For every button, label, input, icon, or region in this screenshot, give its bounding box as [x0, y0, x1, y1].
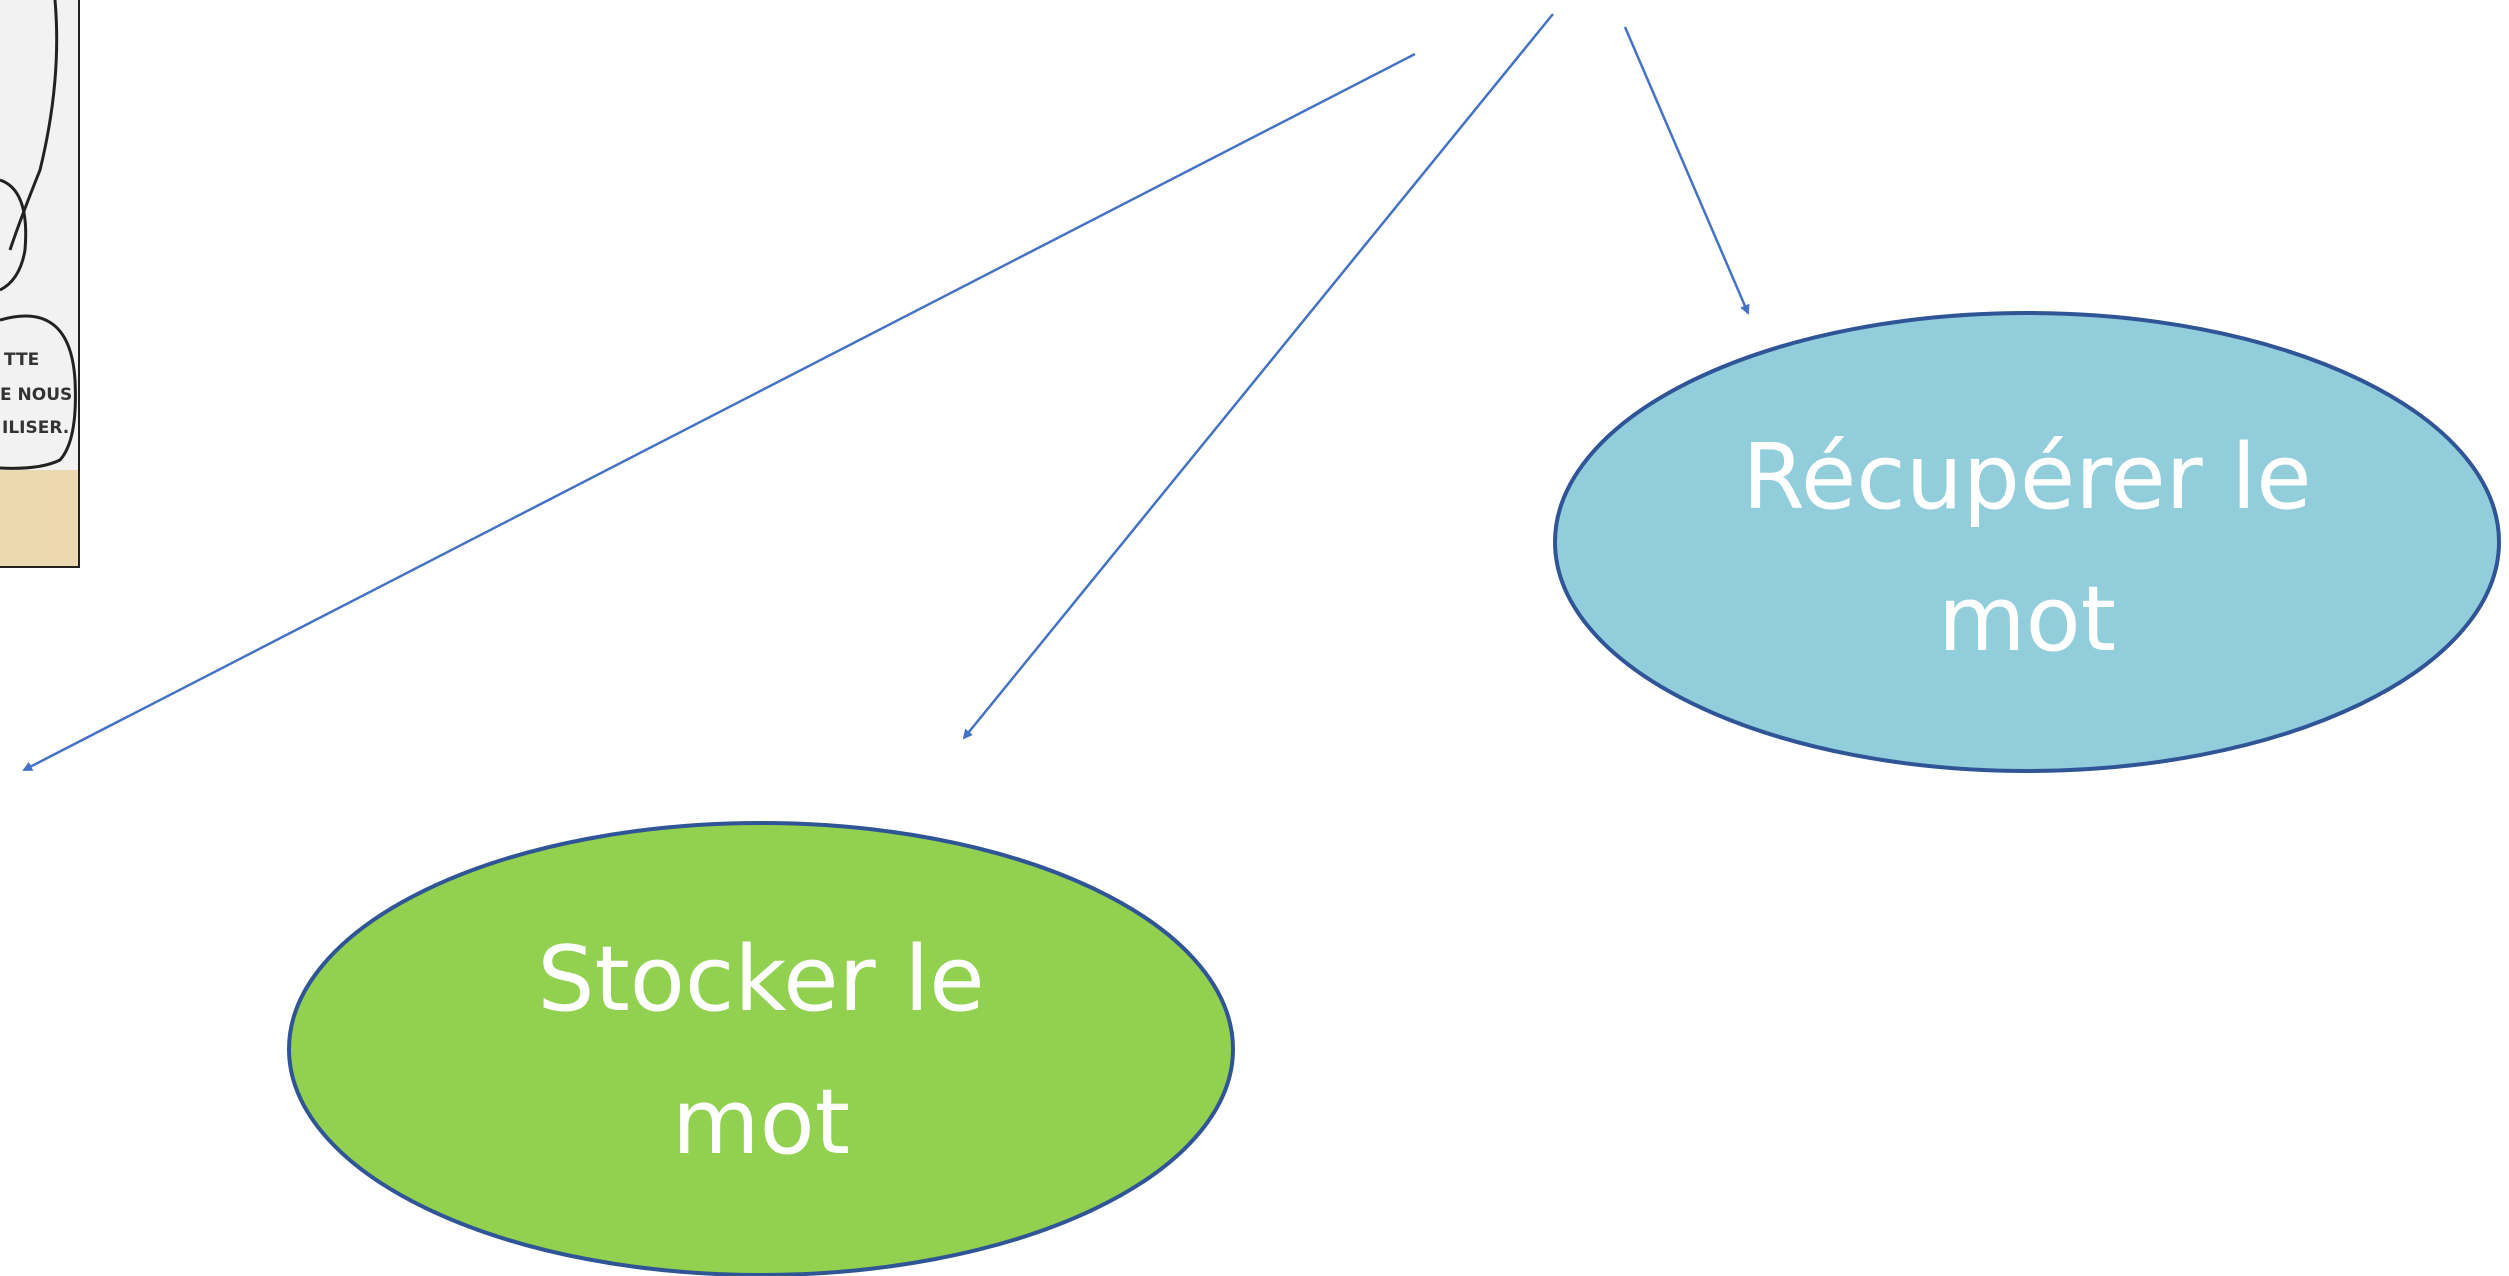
node-retrieve-label-line-2: mot — [1938, 567, 2116, 672]
arrow-to-left-offscreen — [22, 52, 1416, 772]
node-store-label-line-1: Stocker le — [537, 927, 984, 1032]
arrow-to-retrieve — [1623, 26, 1750, 315]
comic-image-fragment: TTE E NOUS ILISER. — [0, 0, 80, 568]
node-store-word: Stocker le mot — [287, 821, 1235, 1276]
comic-caption-line-2: E NOUS — [0, 385, 72, 405]
arrow-to-store — [962, 13, 1554, 740]
node-retrieve-word: Récupérer le mot — [1553, 311, 2501, 773]
node-retrieve-label-line-1: Récupérer le — [1742, 425, 2311, 530]
node-store-label-line-2: mot — [672, 1070, 850, 1175]
comic-caption-line-3: ILISER. — [2, 418, 69, 438]
comic-caption-line-1: TTE — [4, 350, 39, 370]
